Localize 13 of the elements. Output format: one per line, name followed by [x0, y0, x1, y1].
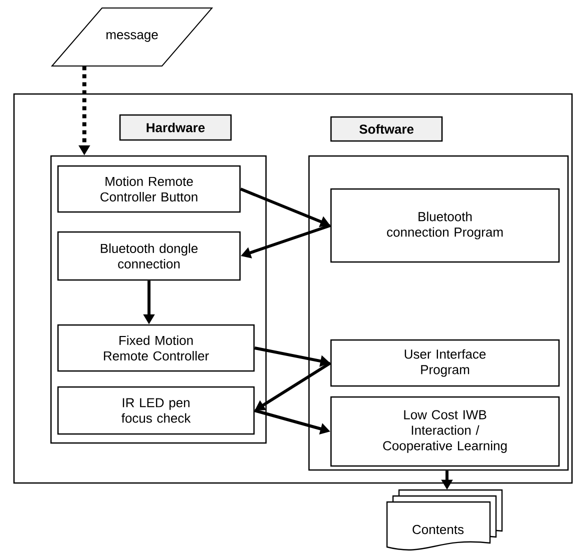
process-box: Bluetooth connection Program [330, 188, 560, 263]
container-box [50, 155, 267, 444]
container-box [308, 155, 569, 471]
process-box: Fixed Motion Remote Controller [57, 324, 255, 372]
process-box: Low Cost IWB Interaction / Cooperative Learning [330, 396, 560, 467]
process-box: Bluetooth dongle connection [57, 231, 241, 281]
container-box [13, 93, 573, 484]
document-stack: Contents [386, 489, 503, 550]
process-box: User Interface Program [330, 339, 560, 387]
section-tag: Software [330, 116, 443, 142]
process-box: IR LED pen focus check [57, 386, 255, 435]
section-tag: Hardware [119, 114, 232, 141]
process-box: Motion Remote Controller Button [57, 165, 241, 213]
